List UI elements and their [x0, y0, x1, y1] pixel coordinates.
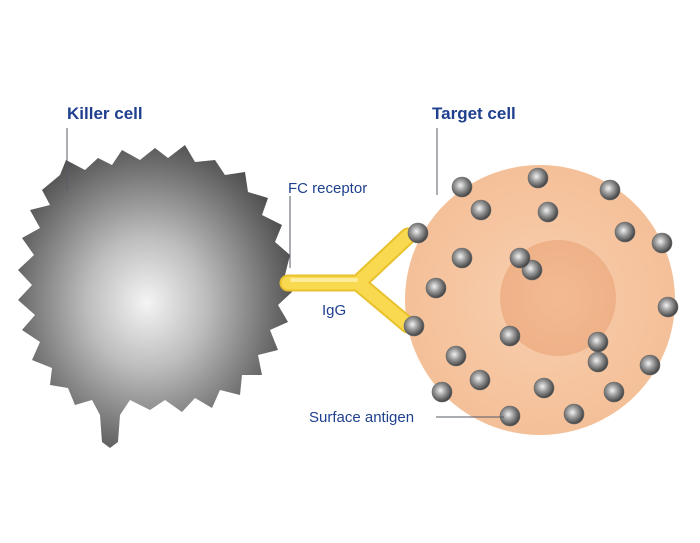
igg-fill	[281, 229, 415, 332]
surface-antigen-bead	[527, 167, 549, 189]
igg-label: IgG	[322, 302, 346, 319]
surface-antigen-bead	[425, 277, 447, 299]
surface-antigen-bead	[651, 232, 673, 254]
killer-cell	[18, 145, 292, 448]
leader-lines	[66, 128, 504, 418]
surface-antigen-bead	[509, 247, 531, 269]
killer-cell-body	[18, 145, 292, 448]
surface-antigen-bead	[657, 296, 679, 318]
igg-antibody	[279, 227, 417, 334]
killer-cell-label: Killer cell	[67, 104, 143, 123]
surface-antigen-bead	[614, 221, 636, 243]
surface-antigens	[403, 167, 679, 427]
surface-antigen-bead	[470, 199, 492, 221]
surface-antigen-bead	[587, 351, 609, 373]
surface-antigen-bead	[537, 201, 559, 223]
surface-antigen-bead	[499, 405, 521, 427]
surface-antigen-bead	[599, 179, 621, 201]
surface-antigen-bead	[587, 331, 609, 353]
surface-antigen-bead	[533, 377, 555, 399]
surface-antigen-bead	[451, 176, 473, 198]
target-cell-label: Target cell	[432, 104, 516, 123]
surface-antigen-bead	[431, 381, 453, 403]
surface-antigen-bead	[407, 222, 429, 244]
surface-antigen-bead	[451, 247, 473, 269]
surface-antigen-bead	[469, 369, 491, 391]
fc-receptor-label: FC receptor	[288, 180, 367, 197]
surface-antigen-bead	[639, 354, 661, 376]
surface-antigen-label: Surface antigen	[309, 409, 414, 426]
surface-antigen-bead	[499, 325, 521, 347]
surface-antigen-bead	[603, 381, 625, 403]
surface-antigen-bead	[445, 345, 467, 367]
surface-antigen-bead	[403, 315, 425, 337]
surface-antigen-bead	[563, 403, 585, 425]
